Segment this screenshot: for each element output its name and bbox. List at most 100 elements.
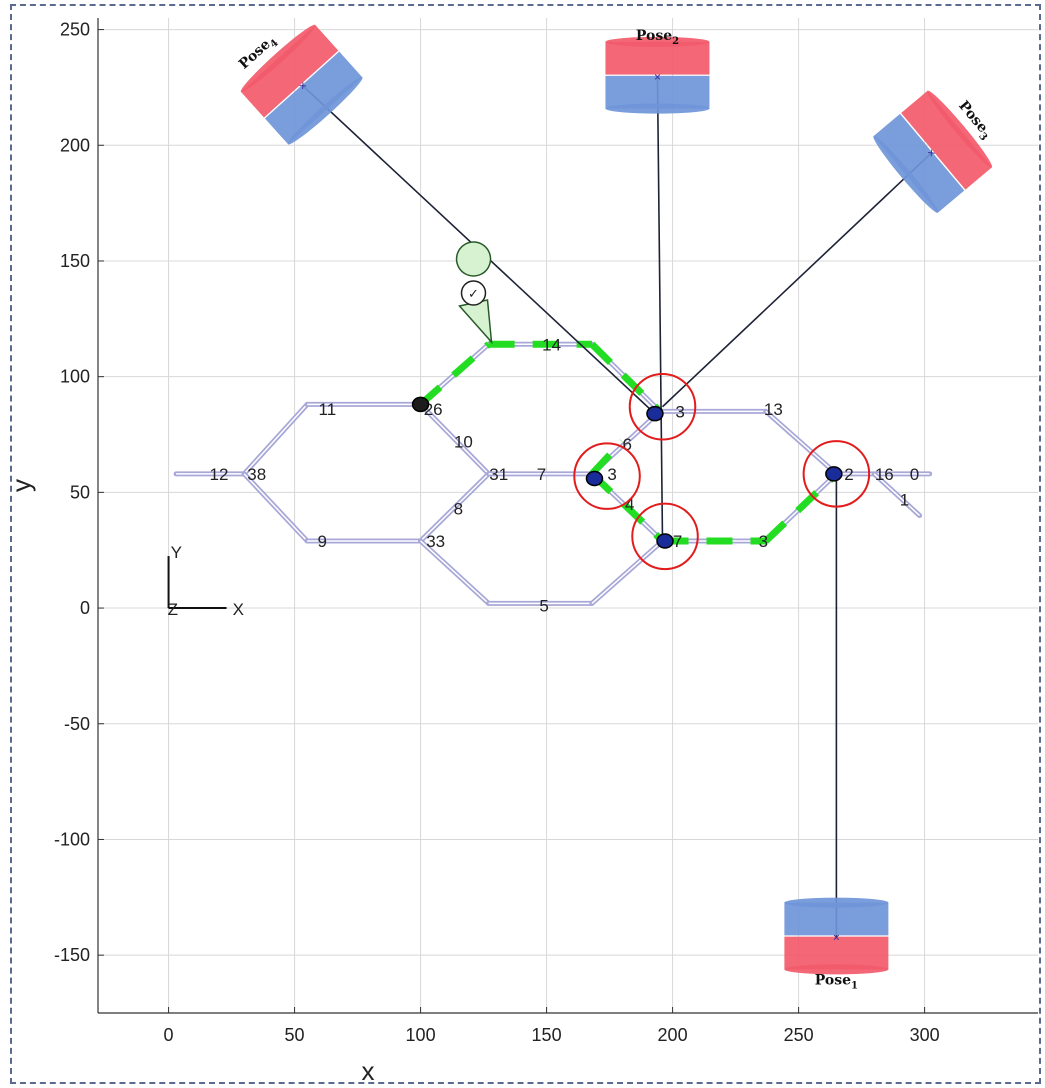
vehicles [411,396,843,549]
map-label: 4 [625,495,634,514]
frame-x-label: X [233,600,244,619]
detection-circle [802,440,871,508]
x-axis-title: x [362,1056,375,1086]
camera-body-lower [873,113,965,213]
y-tick-label: 150 [60,251,90,271]
camera-center-mark: × [833,931,840,945]
camera-ray [656,75,664,541]
camera-body-upper [784,902,889,936]
x-tick-label: 300 [910,1025,940,1045]
vehicle-marker [646,405,664,422]
camera-ray [661,151,933,408]
camera-cap [240,24,316,93]
y-tick-label: 250 [60,20,90,40]
map-label: 33 [426,532,445,551]
y-tick-label: 100 [60,367,90,387]
map-label: 3 [759,532,768,551]
camera-body-lower [605,75,710,109]
y-tick-label: 50 [70,482,90,502]
road-lane-line [420,403,490,475]
map-label: 3 [607,465,616,484]
camera-body-upper [240,24,339,118]
map-label: 7 [673,532,682,551]
path-segment [418,341,491,408]
map-label: 11 [319,400,337,419]
y-axis-title: y [6,479,36,492]
y-tick-label: -50 [64,714,90,734]
camera-center-mark: × [654,70,661,84]
camera-base [605,103,710,114]
map-label: 31 [489,465,508,484]
camera-base [287,77,363,145]
coordinate-frame: X Y Z [167,543,244,619]
map-label: 3 [675,402,684,421]
map-label: 10 [454,432,473,451]
map-label: 38 [247,465,266,484]
camera-cap [784,897,889,908]
y-tick-label: -150 [54,945,90,965]
camera-body-upper [901,90,992,190]
camera-body-lower [264,51,363,145]
road-lane-line [243,403,308,475]
map-label: 2 [844,465,853,484]
camera-pose-label: Pose2 [636,28,679,47]
vehicle-marker [825,466,843,482]
x-tick-label: 150 [532,1025,562,1045]
camera-poses: ×Pose1×Pose2×Pose3×Pose4 [236,24,995,992]
vehicle-marker [411,396,430,413]
path-segment [589,341,663,414]
camera-pose-2: × [605,36,710,114]
detections [573,372,871,571]
road-lane-line [243,473,308,542]
grid [98,18,1038,1013]
camera-base [873,135,939,213]
frame-z-label: Z [168,600,178,619]
camera-body-lower [784,936,889,970]
pin-tail [458,299,493,345]
figure-frame [10,4,1041,1084]
pin-inner [460,280,487,306]
x-tick-label: 100 [406,1025,436,1045]
camera-cap [927,90,993,168]
y-tick-label: 0 [80,598,90,618]
map-label: 7 [537,465,546,484]
x-tick-label: 200 [658,1025,688,1045]
map-label: 13 [764,400,783,419]
vehicle-marker [656,533,674,549]
x-tick-label: 50 [285,1025,305,1045]
road-lane-line [765,410,837,475]
map-label: 12 [210,465,229,484]
map-label: 16 [875,465,894,484]
road-lane-line [591,540,664,604]
camera-pose-index: 1 [851,981,858,992]
road-lane-line [420,473,490,542]
path-segment [763,471,839,544]
path-segment [589,471,665,544]
check-icon: ✓ [468,286,479,301]
y-tick-label: 200 [60,135,90,155]
path-segment [589,439,625,477]
map-label: 0 [910,465,919,484]
road-lane-line [873,473,921,517]
planned-path [418,340,839,545]
map-label: 5 [539,597,548,616]
map-label: 9 [318,532,327,551]
pin-head [455,241,492,277]
detection-circle [631,502,699,571]
map-label: 6 [622,435,631,454]
goal-marker: ✓ [455,241,493,345]
x-tick-label: 250 [784,1025,814,1045]
road-network [173,341,933,606]
camera-pose-1: × [784,897,889,975]
map-label: 14 [542,335,561,354]
camera-body-upper [605,41,710,75]
camera-pose-index: 2 [672,36,679,47]
x-tick-label: 0 [164,1025,174,1045]
road-lane-line [420,540,490,604]
frame-y-label: Y [171,543,182,562]
map-label: 8 [454,500,463,519]
vehicle-marker [585,470,604,487]
